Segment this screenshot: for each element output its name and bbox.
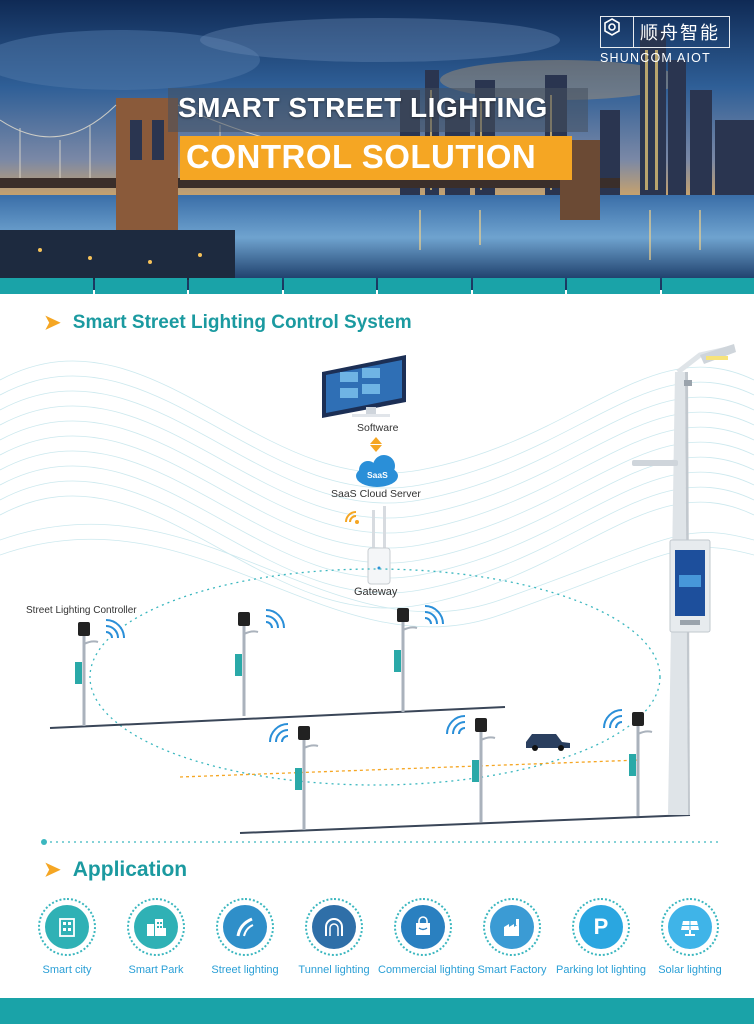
- hero-title-line2: CONTROL SOLUTION: [186, 138, 537, 175]
- app-smart-park: Smart Park: [111, 898, 201, 976]
- app-tunnel-lighting: Tunnel lighting: [289, 898, 379, 976]
- app-label: Parking lot lighting: [556, 964, 646, 976]
- app-label: Smart Park: [128, 964, 184, 976]
- saas-badge: SaaS: [367, 470, 388, 480]
- title-line2-backdrop: [180, 136, 572, 180]
- tunnel-icon: [312, 905, 356, 949]
- application-heading: ➤ Application: [44, 857, 187, 882]
- smart-pole-illustration: [632, 344, 736, 815]
- application-heading-text: Application: [72, 857, 188, 881]
- wifi-signal-icon: [345, 511, 357, 523]
- logo-mark-icon: [601, 17, 634, 47]
- park-buildings-icon: [134, 905, 178, 949]
- app-label: Street lighting: [211, 964, 279, 976]
- app-solar-lighting: Solar lighting: [645, 898, 735, 976]
- hero-banner: 顺舟智能 SHUNCOM AIOT SMART STREET LIGHTING …: [0, 0, 754, 290]
- car-icon: [526, 734, 570, 751]
- app-label: Solar lighting: [658, 964, 722, 976]
- chevron-right-icon: ➤: [44, 859, 61, 881]
- road-icon: [223, 905, 267, 949]
- app-street-lighting: Street lighting: [200, 898, 290, 976]
- app-smart-factory: Smart Factory: [467, 898, 557, 976]
- software-label: Software: [357, 422, 399, 434]
- shopping-bag-icon: [401, 905, 445, 949]
- system-heading-text: Smart Street Lighting Control System: [72, 311, 412, 333]
- footer-bar: [0, 998, 754, 1024]
- system-heading: ➤ Smart Street Lighting Control System: [44, 310, 412, 335]
- teal-divider-bar: [0, 278, 754, 294]
- brand-name-cn: 顺舟智能: [640, 23, 720, 44]
- app-smart-city: Smart city: [22, 898, 112, 976]
- sync-arrows-icon: [370, 437, 382, 452]
- network-range-ellipse: [89, 568, 661, 786]
- system-diagram: [0, 344, 754, 845]
- app-parking-lot-lighting: P Parking lot lighting: [556, 898, 646, 976]
- app-label: Tunnel lighting: [298, 964, 370, 976]
- title-line1-backdrop: [168, 88, 588, 132]
- app-label: Smart city: [42, 964, 92, 976]
- street-light-poles: [75, 605, 653, 830]
- app-label: Smart Factory: [477, 964, 547, 976]
- gateway-device-icon: [367, 506, 391, 585]
- solar-panel-icon: [668, 905, 712, 949]
- chevron-right-icon: ➤: [44, 312, 61, 334]
- gateway-label: Gateway: [354, 586, 398, 598]
- parking-icon: P: [579, 905, 623, 949]
- controller-label: Street Lighting Controller: [26, 605, 137, 616]
- app-label: Commercial lighting: [378, 964, 475, 976]
- app-commercial-lighting: Commercial lighting: [378, 898, 475, 976]
- brand-logo: 顺舟智能: [600, 16, 730, 48]
- brand-name-en: SHUNCOM AIOT: [600, 51, 711, 65]
- cloud-icon: [356, 455, 398, 487]
- hero-title-line1: SMART STREET LIGHTING: [178, 92, 548, 123]
- building-icon: [45, 905, 89, 949]
- factory-icon: [490, 905, 534, 949]
- monitor-icon: [322, 355, 406, 418]
- cloud-server-label: SaaS Cloud Server: [331, 488, 421, 500]
